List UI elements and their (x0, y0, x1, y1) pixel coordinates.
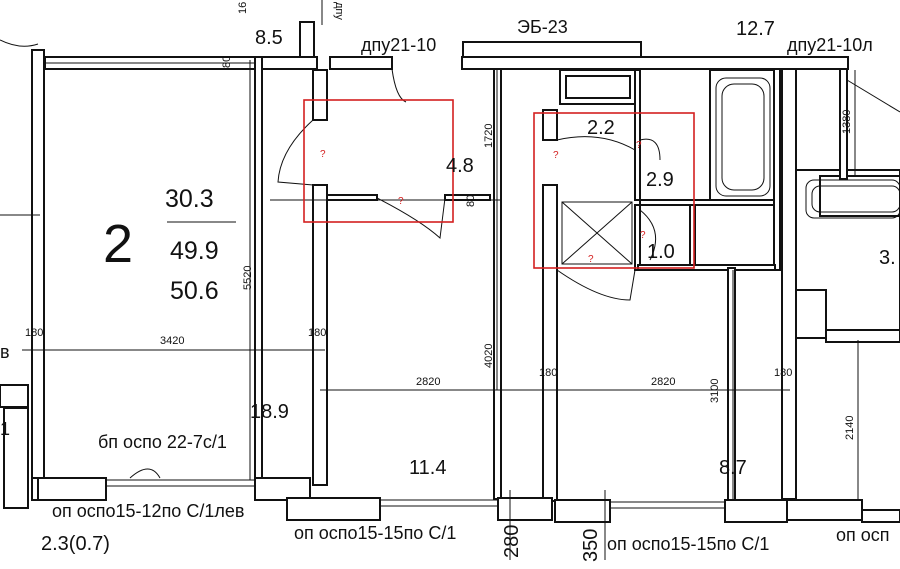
room-area-hall: 4.8 (446, 155, 474, 177)
lintel-code-right: дпу21-10л (787, 35, 873, 55)
lintel-code-center: ЭБ-23 (517, 17, 568, 37)
highlight-box-hall (303, 99, 454, 223)
room-area-top-left: 8.5 (255, 27, 283, 49)
dimension-1380: 1380 (841, 110, 853, 134)
window-code-far-right: оп осп (836, 525, 890, 545)
shaft (561, 201, 633, 265)
dimension-80-top: 80 (221, 56, 233, 68)
fragment-dpu-top: дпу (333, 2, 345, 20)
question-marker: ? (398, 196, 404, 207)
room-area-kitchen: 11.4 (409, 457, 446, 479)
balcony-block-code: бп оспо 22-7с/1 (98, 432, 227, 452)
window-code-right: оп оспо15-15по С/1 (607, 534, 769, 554)
dimension-2820-b: 2820 (651, 376, 675, 388)
dimension-5520: 5520 (242, 266, 254, 290)
room-area-bath-a: 2.2 (587, 117, 615, 139)
dimension-80-mid: 80 (465, 195, 477, 207)
room-area-top-right: 12.7 (736, 18, 775, 40)
dimension-280: 280 (501, 525, 523, 558)
dimension-180-d: 180 (774, 367, 792, 379)
dimension-180-b: 180 (308, 327, 326, 339)
dimension-4020: 4020 (483, 344, 495, 368)
dimension-3100: 3100 (709, 379, 721, 403)
window-code-mid: оп оспо15-15по С/1 (294, 523, 456, 543)
room-area-right-cut: 3. (879, 247, 896, 269)
dimension-16: 16 (237, 2, 249, 14)
window-lines (45, 62, 725, 509)
dimension-lines (0, 0, 859, 560)
window-code-left: оп оспо15-12по С/1лев (52, 501, 244, 521)
fragment-v: в (0, 342, 10, 362)
total-area-with-balcony: 50.6 (170, 277, 219, 305)
living-area: 30.3 (165, 185, 214, 213)
dimension-1720: 1720 (483, 124, 495, 148)
walls (0, 21, 900, 523)
bathtubs (715, 77, 900, 219)
dimension-180-a: 180 (25, 327, 43, 339)
fragment-1: 1 (0, 419, 10, 439)
dimension-2140: 2140 (844, 416, 856, 440)
apartment-number: 2 (103, 214, 133, 274)
question-marker: ? (640, 230, 646, 241)
question-marker: ? (636, 140, 642, 151)
room-area-wc: 1.0 (647, 241, 675, 263)
dimension-3420: 3420 (160, 335, 184, 347)
room-area-right: 8.7 (719, 457, 747, 479)
door-swings (0, 39, 900, 479)
question-marker: ? (320, 149, 326, 160)
dimension-180-c: 180 (539, 367, 557, 379)
lintel-code-left: дпу21-10 (361, 35, 436, 55)
dimension-2820-a: 2820 (416, 376, 440, 388)
dimension-350: 350 (580, 529, 602, 562)
question-marker: ? (588, 254, 594, 265)
highlight-box-bath (533, 112, 695, 269)
room-area-balcony: 2.3(0.7) (41, 533, 110, 555)
question-marker: ? (553, 150, 559, 161)
total-area: 49.9 (170, 237, 219, 265)
room-area-bath-b: 2.9 (646, 169, 674, 191)
room-area-large: 18.9 (250, 401, 289, 423)
